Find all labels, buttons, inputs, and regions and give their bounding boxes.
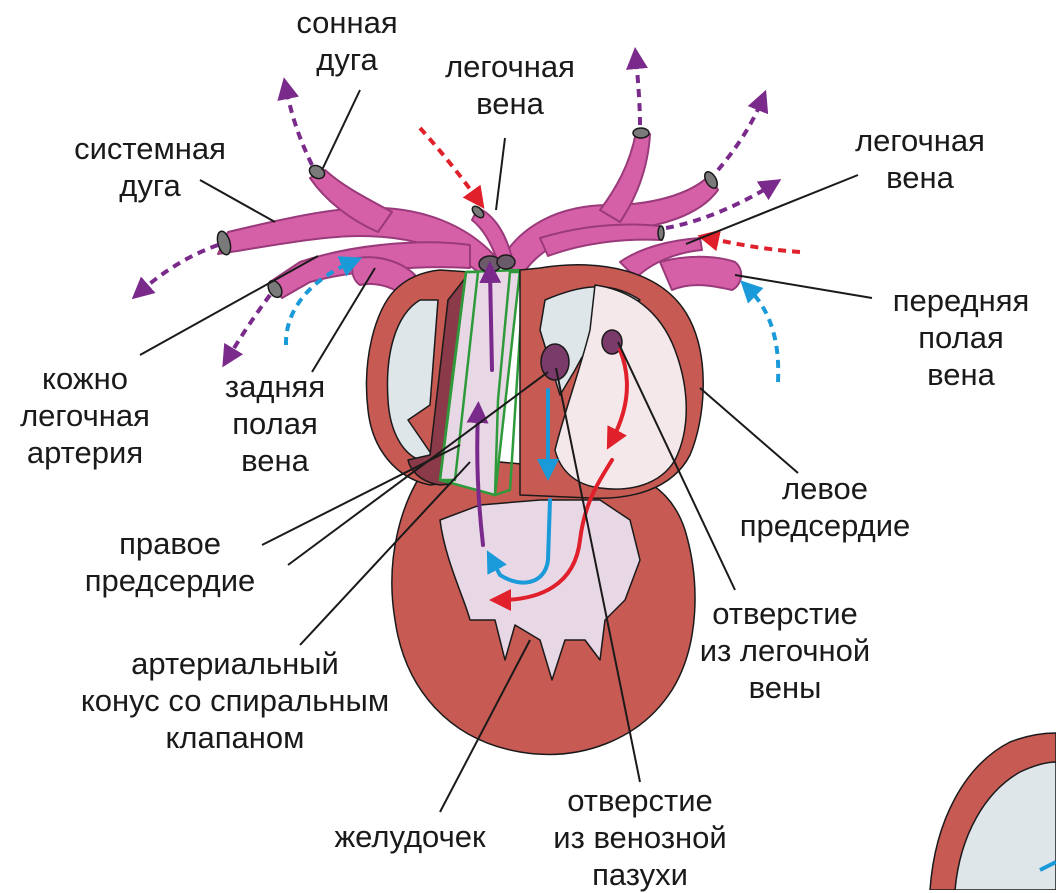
anterior-vena-cava (660, 257, 741, 290)
flow-pulmocutaneous-left (228, 295, 270, 358)
flow-systemic-left (140, 245, 218, 292)
flow-carotid-left (286, 88, 312, 165)
leader-posterior-vena-cava (312, 268, 375, 372)
flow-pulmonary-vein-top (420, 128, 478, 200)
cropped-heart-fragment (930, 733, 1056, 890)
label-ventricle: желудочек (300, 818, 520, 855)
flow-anterior-vena-cava (748, 288, 778, 382)
flow-carotid-right (636, 58, 640, 125)
leader-left-atrium (700, 388, 798, 473)
flow-pulmonary-vein-right (708, 238, 800, 252)
leader-carotid-arch (322, 90, 360, 170)
flow-purple-conus (490, 272, 492, 370)
flow-systemic-right (718, 100, 762, 170)
leader-pulmonary-vein-top (496, 138, 505, 210)
conus-exit-right (497, 255, 515, 269)
